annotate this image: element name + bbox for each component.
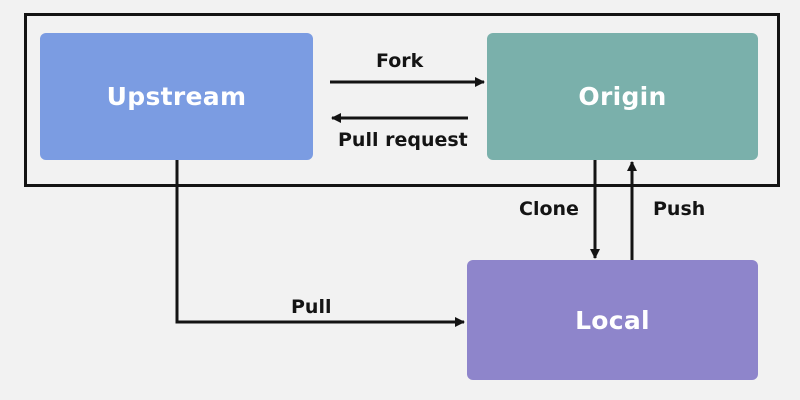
node-local[interactable]: Local (467, 260, 758, 380)
edge-line-pull (175, 160, 465, 327)
edge-label-clone: Clone (519, 198, 579, 220)
edge-label-pull-request: Pull request (338, 129, 468, 151)
remote-frame (24, 13, 780, 187)
edge-label-fork: Fork (376, 50, 424, 72)
edge-label-pull: Pull (291, 296, 332, 318)
node-upstream-label: Upstream (106, 82, 247, 111)
node-upstream[interactable]: Upstream (40, 33, 313, 160)
edge-label-push: Push (653, 198, 706, 220)
node-origin[interactable]: Origin (487, 33, 758, 160)
node-origin-label: Origin (578, 82, 667, 111)
node-local-label: Local (575, 305, 650, 335)
